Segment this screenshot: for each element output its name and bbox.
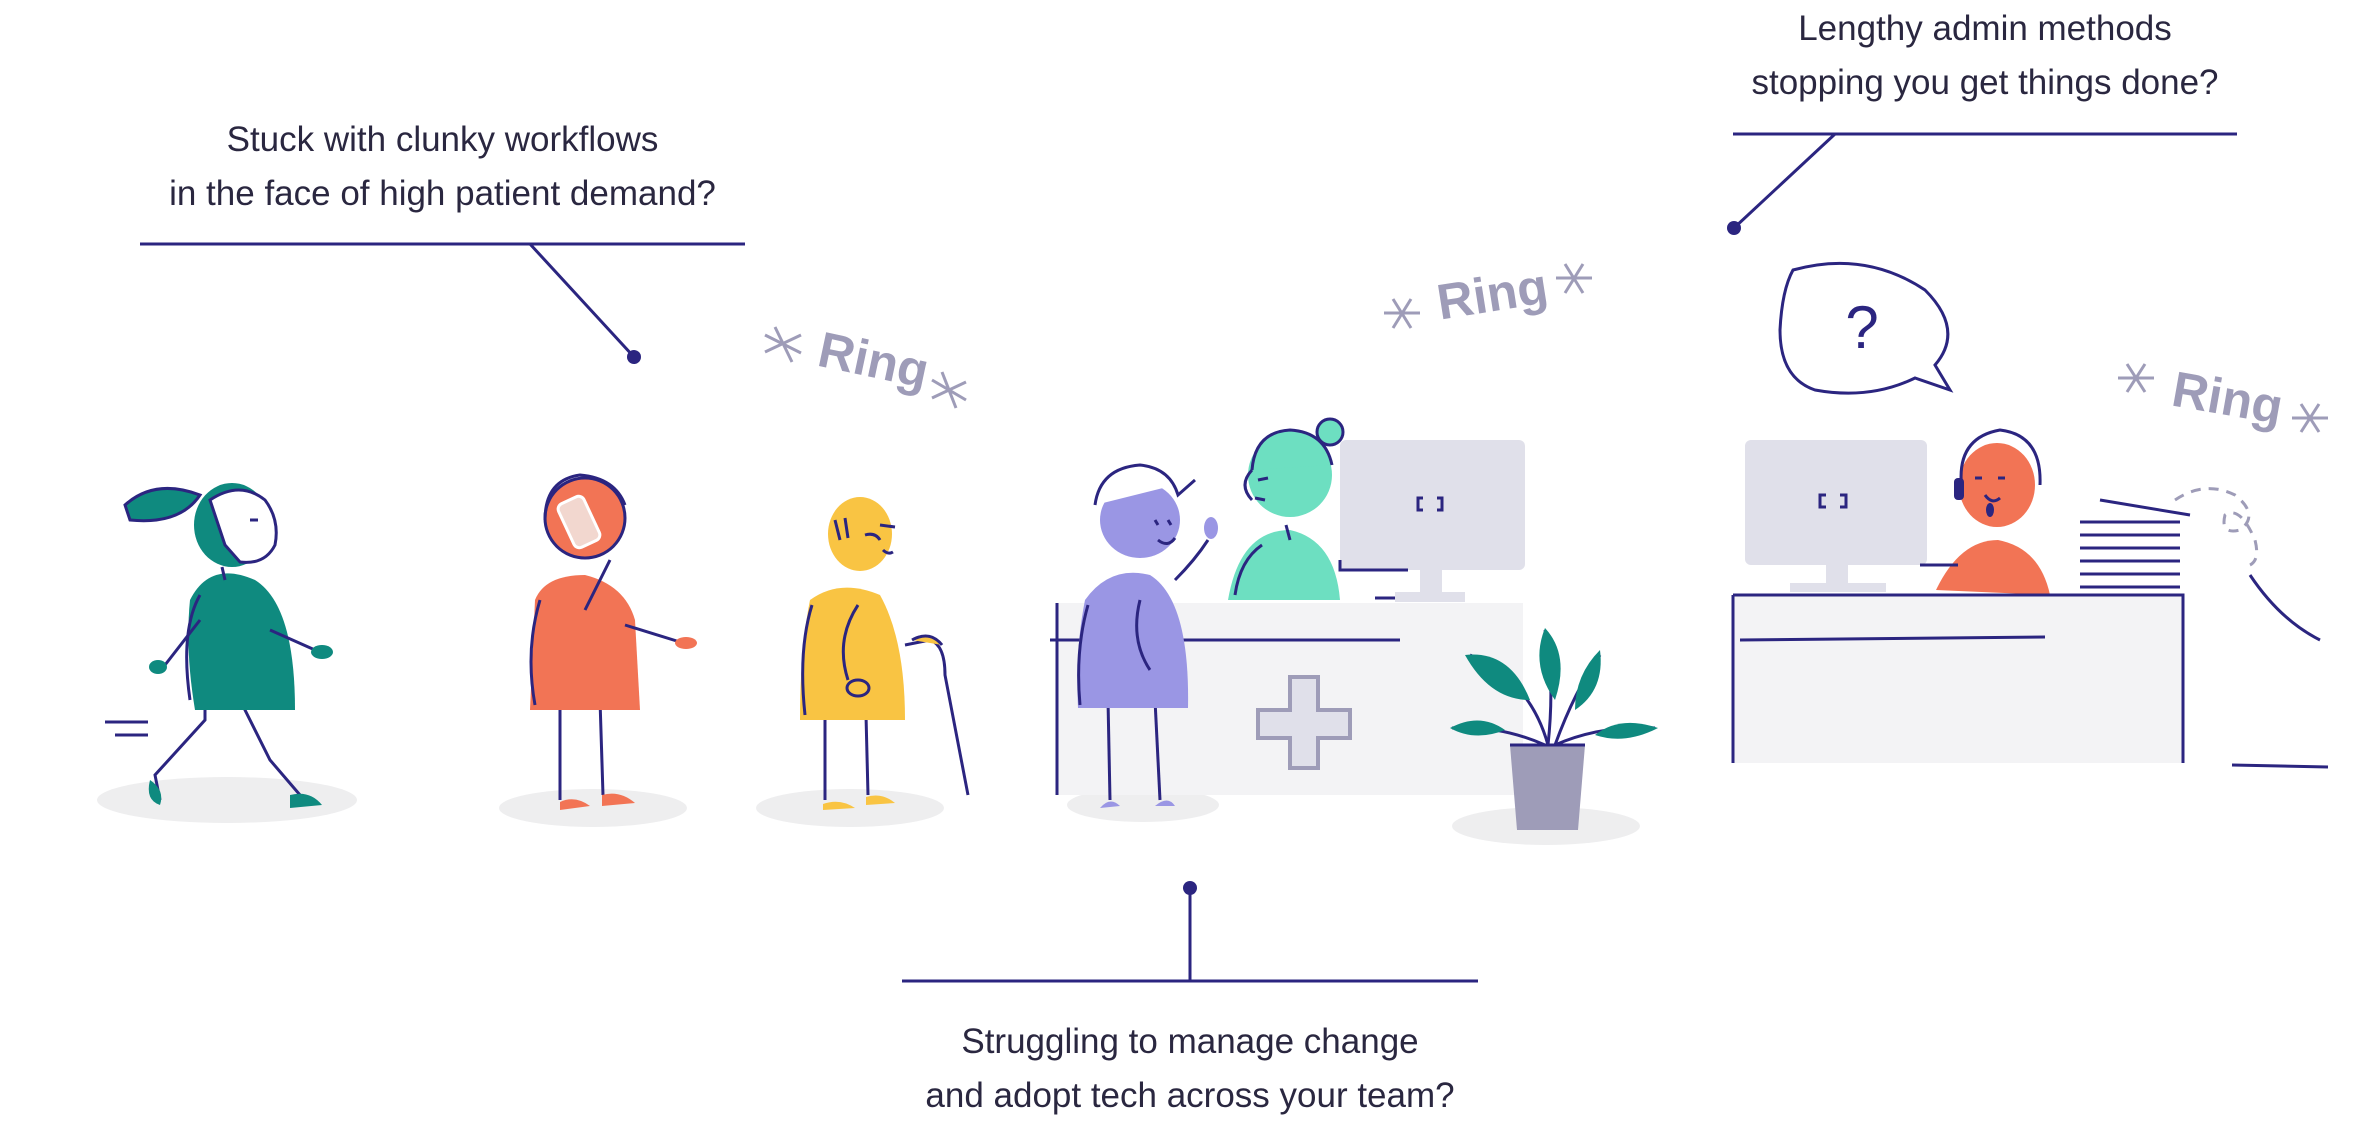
callout-workflows-line1: Stuck with clunky workflows [226, 120, 659, 159]
receptionist-mint [1228, 417, 1345, 600]
admin-staff-with-headset [1920, 428, 2050, 595]
question-mark-icon: ? [1845, 294, 1878, 361]
ring-label-1: Ring [813, 321, 933, 399]
callout-admin: Lengthy admin methods stopping you get t… [1733, 2, 2237, 110]
computer-monitor [1745, 440, 1927, 592]
callout-pointer-change [902, 881, 1478, 983]
ring-label-2: Ring [1433, 258, 1551, 331]
patient-woman-on-phone [529, 473, 697, 810]
speech-bubble: ? [1778, 261, 1954, 395]
callout-admin-line2: stopping you get things done? [1751, 63, 2219, 102]
patient-running-girl [105, 483, 333, 808]
admin-desk [1731, 593, 2185, 763]
patient-elderly-man-with-cane [800, 497, 970, 810]
ring-asterisk-icon [1384, 263, 1592, 329]
ring-asterisk-icon [2118, 363, 2328, 433]
callout-workflows: Stuck with clunky workflows in the face … [140, 113, 745, 221]
phone-desk-edge [2248, 574, 2321, 642]
phone-cord [2174, 487, 2259, 567]
patient-with-cap [1077, 463, 1218, 808]
callout-pointer-workflows [140, 242, 745, 364]
medical-cross-icon [1256, 675, 1352, 770]
callout-change: Struggling to manage change and adopt te… [902, 1015, 1478, 1123]
floor-shadows [97, 777, 1640, 845]
callout-pointer-admin [1727, 132, 2237, 235]
ring-text-3: Ring [2168, 361, 2287, 435]
callout-change-line2: and adopt tech across your team? [925, 1076, 1455, 1115]
callout-change-line1: Struggling to manage change [961, 1022, 1419, 1061]
ring-asterisk-icon [764, 326, 967, 409]
potted-plant [1450, 628, 1658, 830]
computer-monitor [1338, 440, 1525, 602]
ring-label-3: Ring [2168, 361, 2287, 435]
callout-workflows-line2: in the face of high patient demand? [169, 174, 716, 213]
callout-admin-line1: Lengthy admin methods [1798, 9, 2172, 48]
ring-text-2: Ring [1433, 258, 1551, 331]
paper-stack-icon [2080, 498, 2191, 589]
phone-desk-base [2231, 763, 2329, 769]
ring-text-1: Ring [813, 321, 933, 399]
